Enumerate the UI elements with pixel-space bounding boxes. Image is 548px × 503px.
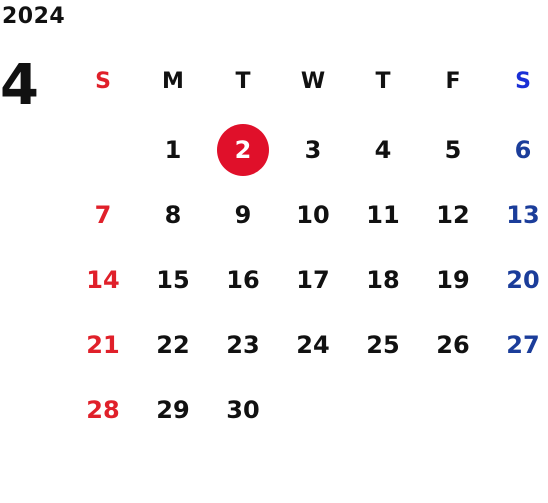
day-cell[interactable]: 18 bbox=[348, 247, 418, 312]
day-number: 3 bbox=[304, 135, 322, 164]
day-cell[interactable]: 13 bbox=[488, 182, 548, 247]
day-cell[interactable]: 17 bbox=[278, 247, 348, 312]
day-number: 14 bbox=[86, 265, 120, 294]
day-cell[interactable]: 30 bbox=[208, 377, 278, 442]
weekday-header-fri: F bbox=[445, 68, 461, 94]
day-cell[interactable]: 6 bbox=[488, 117, 548, 182]
day-cell[interactable]: 8 bbox=[138, 182, 208, 247]
day-cell[interactable]: 29 bbox=[138, 377, 208, 442]
day-cell[interactable]: 3 bbox=[278, 117, 348, 182]
day-cell[interactable]: 4 bbox=[348, 117, 418, 182]
day-number: 12 bbox=[436, 200, 470, 229]
day-number: 24 bbox=[296, 330, 330, 359]
day-cell[interactable]: 14 bbox=[68, 247, 138, 312]
day-number: 7 bbox=[94, 200, 112, 229]
day-number: 9 bbox=[234, 200, 252, 229]
day-number: 22 bbox=[156, 330, 190, 359]
day-number: 17 bbox=[296, 265, 330, 294]
day-cell[interactable]: 20 bbox=[488, 247, 548, 312]
day-number: 23 bbox=[226, 330, 260, 359]
day-number: 10 bbox=[296, 200, 330, 229]
day-number: 29 bbox=[156, 395, 190, 424]
day-number: 26 bbox=[436, 330, 470, 359]
day-cell[interactable]: 9 bbox=[208, 182, 278, 247]
day-number: 27 bbox=[506, 330, 540, 359]
day-number: 21 bbox=[86, 330, 120, 359]
day-cell[interactable]: 16 bbox=[208, 247, 278, 312]
day-cell[interactable]: 11 bbox=[348, 182, 418, 247]
month-number: 4 bbox=[0, 53, 39, 118]
day-number: 28 bbox=[86, 395, 120, 424]
day-cell[interactable]: 1 bbox=[138, 117, 208, 182]
day-number: 30 bbox=[226, 395, 260, 424]
weekday-header-mon: M bbox=[162, 68, 184, 94]
day-number: 18 bbox=[366, 265, 400, 294]
day-number: 25 bbox=[366, 330, 400, 359]
weekday-header-thu: T bbox=[375, 68, 391, 94]
day-cell[interactable]: 24 bbox=[278, 312, 348, 377]
weekday-header-wed: W bbox=[300, 68, 326, 94]
day-cell[interactable]: 2 bbox=[208, 117, 278, 182]
day-number: 11 bbox=[366, 200, 400, 229]
weekday-header-sat: S bbox=[515, 68, 531, 94]
day-cell[interactable]: 12 bbox=[418, 182, 488, 247]
empty-day-cell bbox=[418, 377, 488, 442]
day-number: 16 bbox=[226, 265, 260, 294]
day-cell[interactable]: 25 bbox=[348, 312, 418, 377]
day-cell[interactable]: 27 bbox=[488, 312, 548, 377]
empty-day-cell bbox=[488, 377, 548, 442]
day-number: 13 bbox=[506, 200, 540, 229]
day-cell[interactable]: 10 bbox=[278, 182, 348, 247]
day-number: 1 bbox=[164, 135, 182, 164]
day-number: 5 bbox=[444, 135, 462, 164]
day-cell[interactable]: 7 bbox=[68, 182, 138, 247]
day-cell[interactable]: 21 bbox=[68, 312, 138, 377]
year-label: 2024 bbox=[2, 4, 66, 29]
weekday-header-sun: S bbox=[95, 68, 111, 94]
day-cell[interactable]: 15 bbox=[138, 247, 208, 312]
empty-day-cell bbox=[348, 377, 418, 442]
today-highlight-circle bbox=[217, 123, 269, 176]
day-number: 15 bbox=[156, 265, 190, 294]
day-number: 8 bbox=[164, 200, 182, 229]
day-number: 6 bbox=[514, 135, 532, 164]
day-cell[interactable]: 23 bbox=[208, 312, 278, 377]
day-cell[interactable]: 19 bbox=[418, 247, 488, 312]
day-cell[interactable]: 28 bbox=[68, 377, 138, 442]
day-number: 4 bbox=[374, 135, 392, 164]
empty-day-cell bbox=[278, 377, 348, 442]
empty-day-cell bbox=[68, 117, 138, 182]
day-cell[interactable]: 5 bbox=[418, 117, 488, 182]
weekday-header-tue: T bbox=[235, 68, 251, 94]
day-cell[interactable]: 22 bbox=[138, 312, 208, 377]
day-number: 19 bbox=[436, 265, 470, 294]
day-number: 20 bbox=[506, 265, 540, 294]
day-cell[interactable]: 26 bbox=[418, 312, 488, 377]
day-number: 2 bbox=[234, 135, 252, 164]
